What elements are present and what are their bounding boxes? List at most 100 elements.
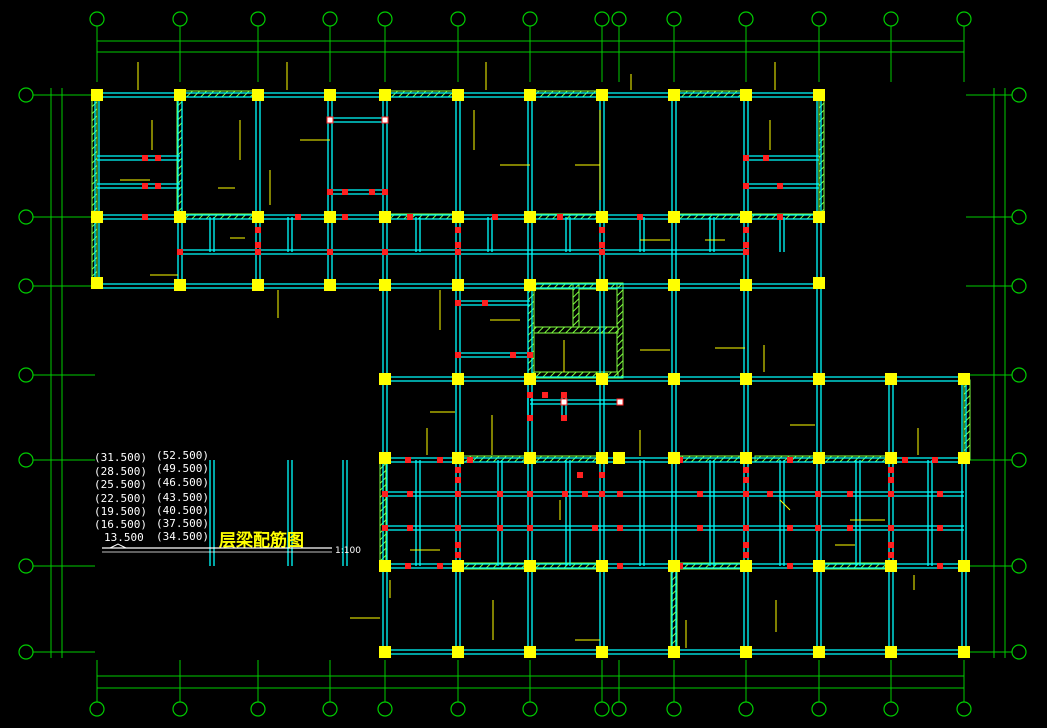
rebar-mark (888, 491, 894, 497)
rebar-mark (255, 227, 261, 233)
rebar-mark (455, 352, 461, 358)
column (813, 373, 825, 385)
rebar-mark (743, 155, 749, 161)
axis-bubble-bottom (377, 701, 393, 717)
rebar-mark (743, 249, 749, 255)
elevation-right-1: (52.500) (156, 449, 209, 462)
column (596, 89, 608, 101)
elevation-left-5: (19.500) (94, 505, 147, 518)
rebar-mark (342, 189, 348, 195)
rebar-mark (932, 457, 938, 463)
column (813, 89, 825, 101)
rebar-mark (455, 467, 461, 473)
columns-layer (91, 89, 970, 658)
axis-bubble-left (18, 452, 34, 468)
axis-bubble-bottom (89, 701, 105, 717)
rebar-mark (617, 491, 623, 497)
column (174, 89, 186, 101)
rebar-mark (743, 552, 749, 558)
column (379, 646, 391, 658)
hatched-wall (529, 90, 603, 98)
axis-bubble-top (666, 11, 682, 27)
rebar-mark (637, 214, 643, 220)
column (668, 373, 680, 385)
column (91, 277, 103, 289)
rebar-mark (743, 525, 749, 531)
column (958, 560, 970, 572)
elevation-left-2: (28.500) (94, 465, 147, 478)
column (252, 89, 264, 101)
elevation-left-1: (31.500) (94, 451, 147, 464)
column (668, 452, 680, 464)
column (596, 452, 608, 464)
column (596, 646, 608, 658)
axis-bubble-bottom (450, 701, 466, 717)
elevation-table: (31.500) (28.500) (25.500) (22.500) (19.… (94, 449, 361, 556)
rebar-mark (888, 552, 894, 558)
column (91, 211, 103, 223)
axis-bubble-top (956, 11, 972, 27)
column (524, 211, 536, 223)
column (324, 279, 336, 291)
column (813, 560, 825, 572)
rebar-mark (599, 249, 605, 255)
rebar-mark (902, 457, 908, 463)
rebar-mark (847, 525, 853, 531)
rebar-mark (255, 242, 261, 248)
axis-bubble-top (172, 11, 188, 27)
column (740, 211, 752, 223)
axis-bubble-bottom (172, 701, 188, 717)
axis-bubble-bottom (666, 701, 682, 717)
opening-mark (326, 116, 334, 124)
rebar-mark (142, 155, 148, 161)
elevation-right-4: (43.500) (156, 491, 209, 504)
rebar-mark (777, 183, 783, 189)
column (596, 279, 608, 291)
rebar-mark (743, 242, 749, 248)
column (668, 279, 680, 291)
axis-bubble-top (594, 11, 610, 27)
axis-bubble-right (1011, 87, 1027, 103)
axis-bubble-left (18, 278, 34, 294)
column (740, 452, 752, 464)
axis-bubble-top (377, 11, 393, 27)
column (379, 211, 391, 223)
rebar-mark (561, 392, 567, 398)
rebar-mark (743, 183, 749, 189)
rebar-mark (369, 189, 375, 195)
rebar-mark (743, 467, 749, 473)
rebar-mark (492, 214, 498, 220)
rebar-mark (155, 155, 161, 161)
rebar-mark (342, 214, 348, 220)
rebar-mark (577, 472, 583, 478)
rebar-mark (787, 525, 793, 531)
rebar-mark (407, 525, 413, 531)
column (668, 646, 680, 658)
rebar-mark (599, 242, 605, 248)
rebar-mark (455, 249, 461, 255)
rebar-mark (527, 415, 533, 421)
rebar-mark (617, 525, 623, 531)
column (174, 279, 186, 291)
column (813, 452, 825, 464)
axis-bubble-bottom (250, 701, 266, 717)
rebar-mark (937, 525, 943, 531)
column (885, 646, 897, 658)
rebar-mark (455, 242, 461, 248)
axis-bubble-top (611, 11, 627, 27)
rebar-mark (599, 472, 605, 478)
hatched-wall (572, 282, 580, 331)
rebar-mark (592, 525, 598, 531)
rebar-mark (455, 552, 461, 558)
elevation-right-3: (46.500) (156, 476, 209, 489)
column (174, 211, 186, 223)
rebar-mark (767, 491, 773, 497)
column (613, 452, 625, 464)
column (91, 89, 103, 101)
opening-mark (616, 398, 624, 406)
rebar-mark (743, 477, 749, 483)
drawing-scale: 1:100 (335, 546, 361, 556)
opening-mark (560, 398, 568, 406)
